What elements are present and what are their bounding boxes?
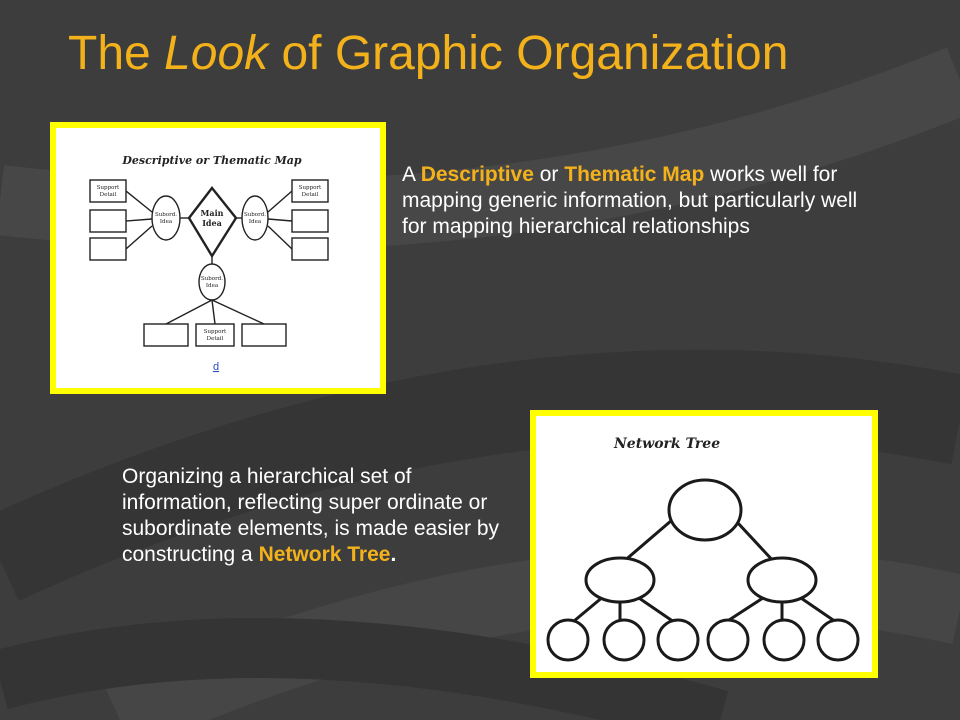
tree-leaf-5	[762, 618, 806, 662]
text-segment: or	[533, 163, 565, 186]
descriptive-map-image: Descriptive or Thematic Map	[56, 128, 380, 388]
main-idea-diamond	[187, 186, 238, 259]
support-box-bottom-2	[195, 323, 235, 347]
subord-ellipse-left	[151, 195, 181, 241]
title-part-italic: Look	[164, 27, 269, 80]
main-idea-label: Idea	[202, 218, 222, 228]
title-part-after: of Graphic Organization	[268, 27, 789, 80]
tree-leaf-4	[706, 618, 750, 662]
support-box-bottom-3	[241, 323, 287, 347]
descriptive-map-diagram: Descriptive or Thematic Map	[89, 154, 329, 373]
text-segment: .	[390, 543, 397, 566]
highlight-thematic-map: Thematic Map	[564, 163, 705, 186]
tree-node-root	[667, 478, 743, 542]
tree-node-level2-right	[746, 556, 818, 604]
text-segment: works well for mapping generic informati…	[402, 163, 858, 238]
subord-label: Idea	[206, 283, 219, 289]
text-segment: A	[402, 163, 421, 186]
support-label: Support	[299, 185, 322, 191]
main-idea-label: Main	[201, 208, 224, 218]
network-tree-diagram: Network Tree	[546, 436, 860, 662]
network-tree-image: Network Tree	[536, 416, 872, 672]
tree-leaf-3	[656, 618, 700, 662]
support-label: Support	[204, 329, 227, 335]
support-box-left-1	[89, 179, 127, 203]
highlight-descriptive: Descriptive	[420, 163, 534, 186]
subord-label: Idea	[249, 219, 262, 225]
tree-leaf-2	[602, 618, 646, 662]
support-box-bottom-1	[143, 323, 189, 347]
support-label: Detail	[207, 336, 224, 342]
network-tree-frame: Network Tree	[530, 410, 878, 678]
subord-label: Subord.	[244, 212, 266, 218]
subord-ellipse-right	[241, 195, 269, 241]
slide-title: The Look of Graphic Organization	[68, 27, 789, 81]
descriptive-map-frame: Descriptive or Thematic Map	[50, 122, 386, 394]
tree-node-level2-left	[584, 556, 656, 604]
title-part-before: The	[68, 27, 165, 80]
tree-leaf-1	[546, 618, 590, 662]
support-label: Detail	[100, 192, 117, 198]
support-box-right-2	[291, 209, 329, 233]
tree-leaf-6	[816, 618, 860, 662]
text-segment: Organizing a hierarchical set of informa…	[122, 465, 500, 566]
support-label: Support	[97, 185, 120, 191]
support-label: Detail	[302, 192, 319, 198]
descriptive-map-description: A Descriptive or Thematic Map works well…	[402, 162, 872, 240]
network-tree-description: Organizing a hierarchical set of informa…	[122, 464, 522, 568]
support-box-right-1	[291, 179, 329, 203]
support-box-left-2	[89, 209, 127, 233]
image-link[interactable]: d	[213, 361, 219, 373]
support-box-right-3	[291, 237, 329, 261]
subord-label: Subord.	[201, 276, 223, 282]
subord-label: Subord.	[155, 212, 177, 218]
highlight-network-tree: Network Tree	[258, 543, 391, 566]
network-tree-caption: Network Tree	[613, 436, 720, 452]
subord-label: Idea	[160, 219, 173, 225]
support-box-left-3	[89, 237, 127, 261]
descriptive-map-caption: Descriptive or Thematic Map	[121, 154, 302, 167]
subord-ellipse-bottom	[198, 263, 226, 301]
